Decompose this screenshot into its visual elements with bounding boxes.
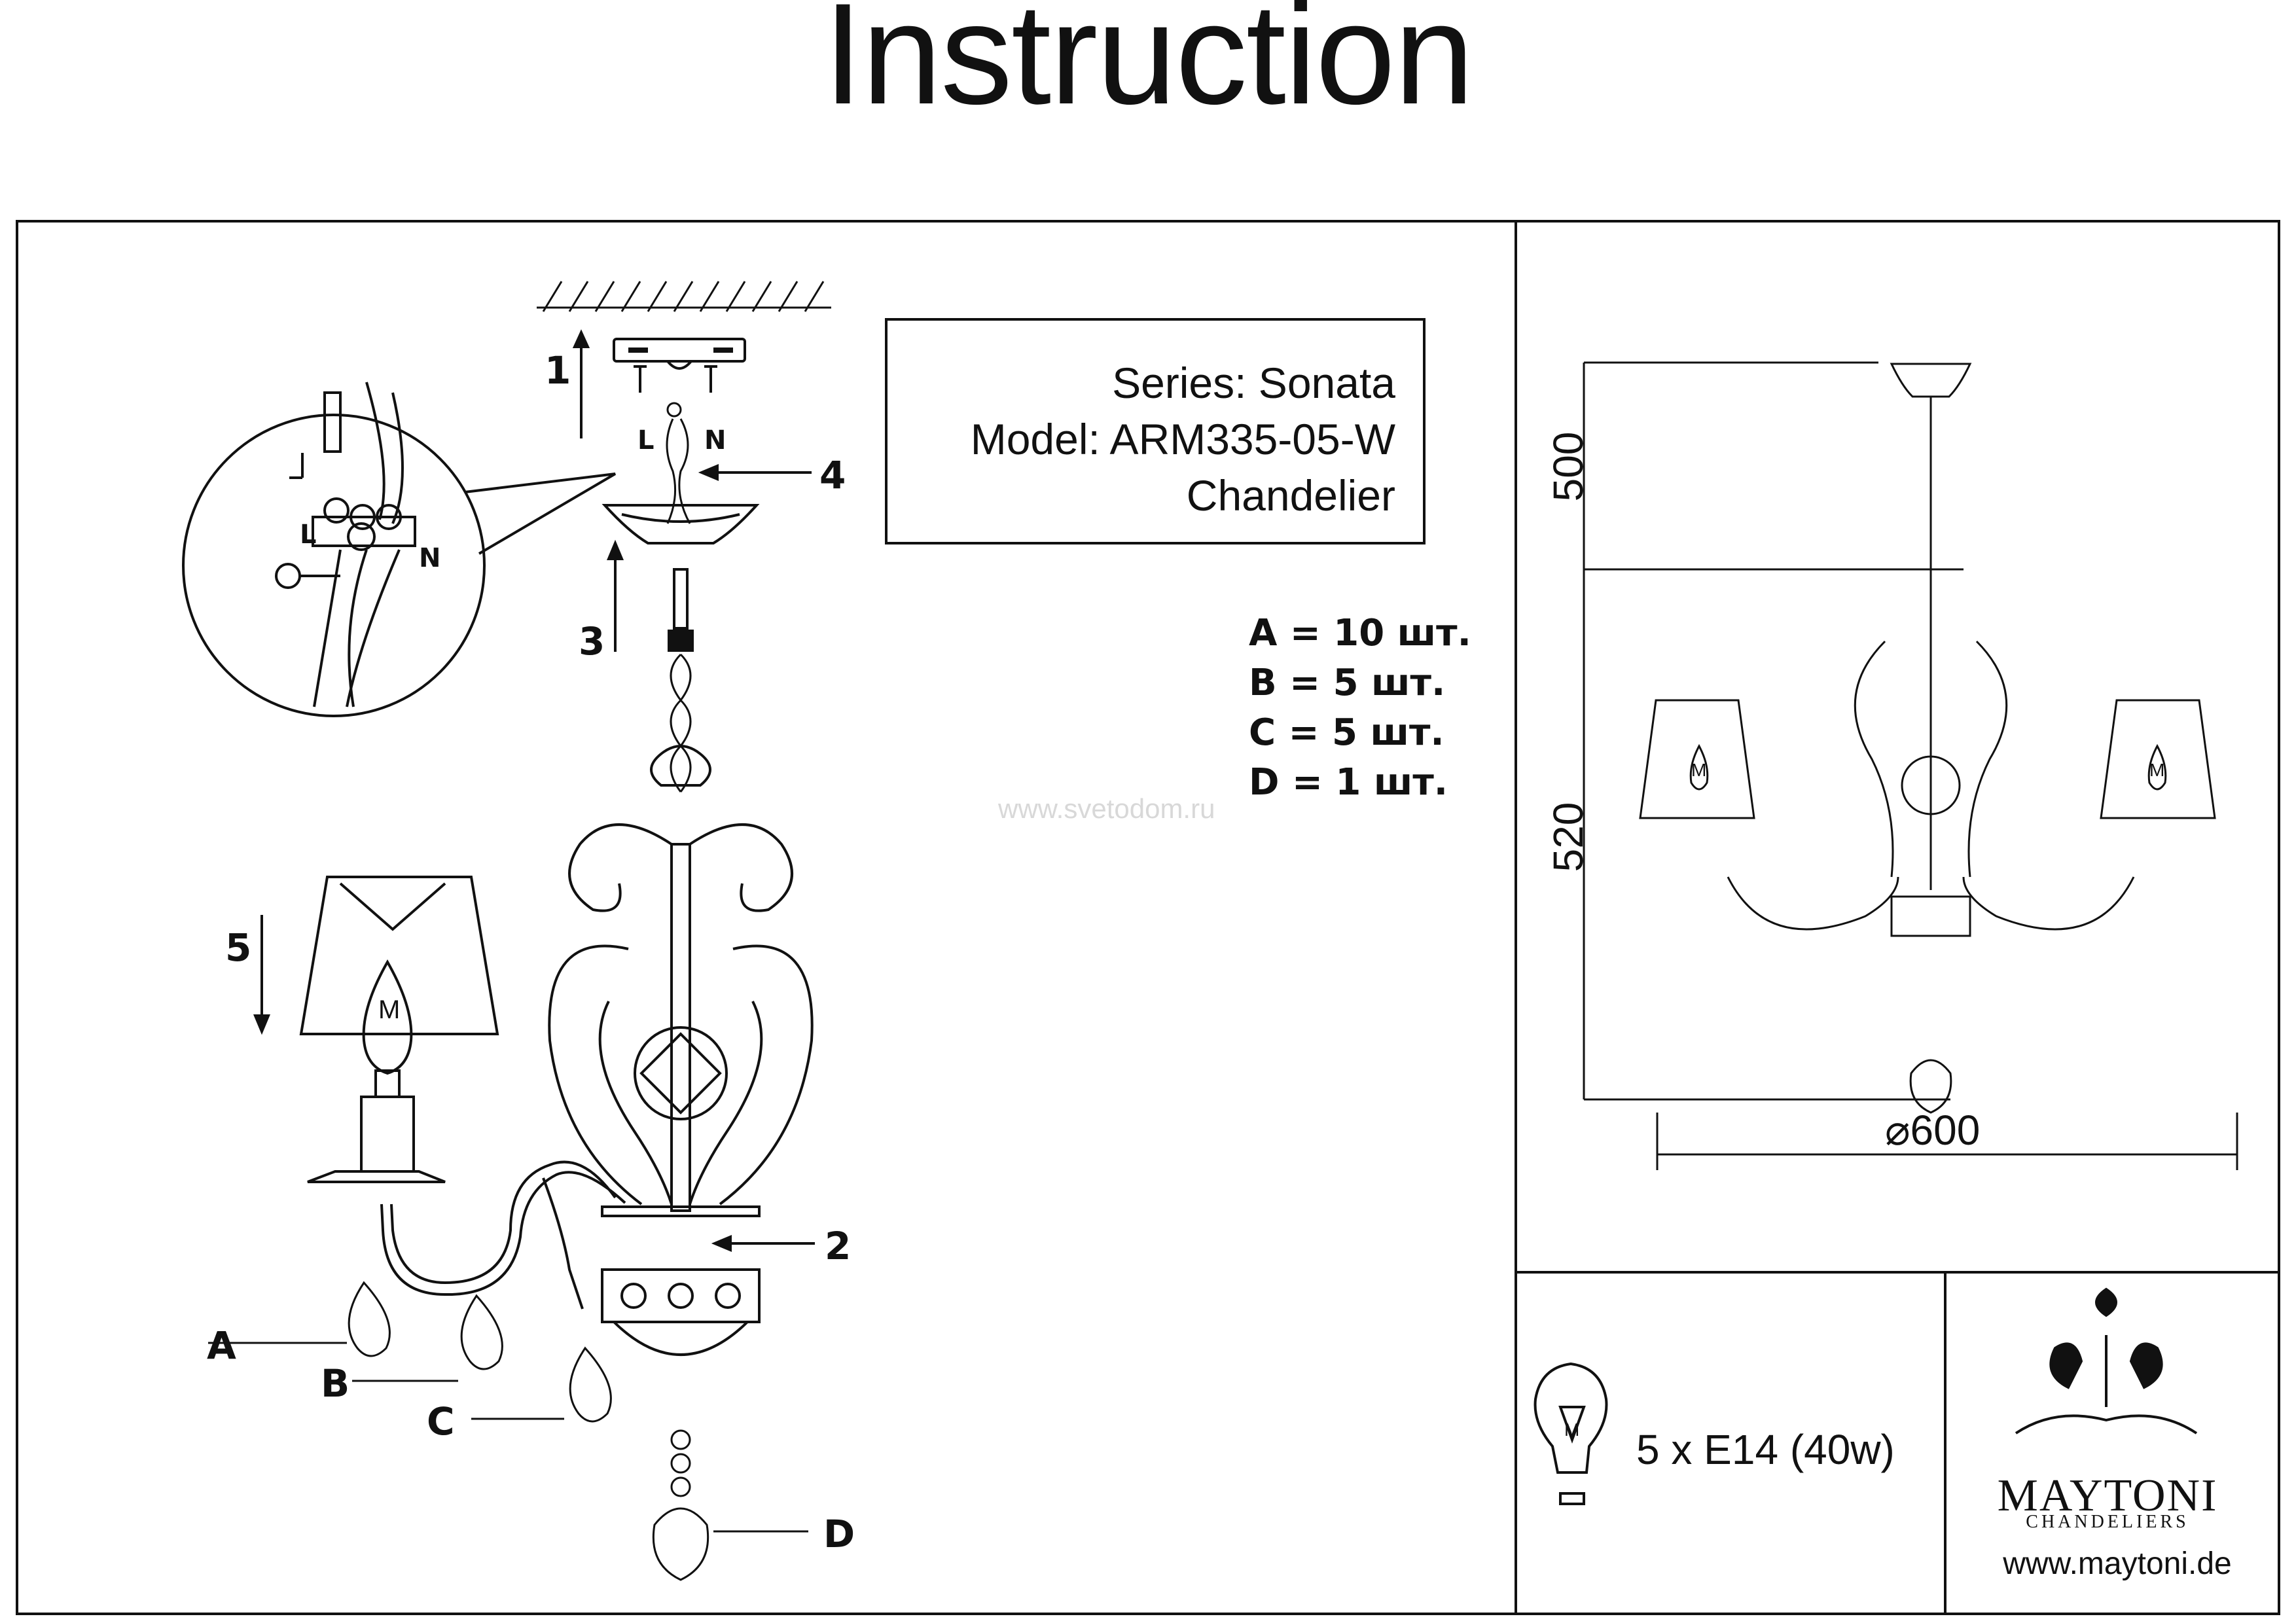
maytoni-ornament [2015, 1287, 2198, 1435]
part-label-c: C [427, 1399, 455, 1444]
product-info-box: Series: Sonata Model: ARM335-05-W Chande… [885, 318, 1426, 544]
product-type-text: Chandelier [1186, 471, 1395, 520]
bulb-icon [1534, 1362, 1608, 1505]
parts-list-item: B = 5 шт. [1249, 662, 1446, 704]
wire-neutral-label: N [704, 425, 726, 455]
ceiling-hatch [537, 281, 831, 312]
bulb-mark: M [378, 995, 400, 1024]
step-1-label: 1 [545, 348, 571, 393]
lamp-arm [299, 876, 626, 1310]
dimension-height: 520 [1545, 802, 1592, 872]
dimension-diameter: ⌀600 [1885, 1107, 1981, 1154]
watermark: www.svetodom.ru [998, 793, 1215, 824]
lamp-spec: 5 x E14 (40w) [1636, 1426, 1895, 1473]
parts-list-item: C = 5 шт. [1249, 711, 1444, 754]
part-label-a: A [207, 1323, 236, 1368]
dimension-drawing [1583, 361, 2238, 1170]
wiring-detail [182, 382, 617, 717]
model-text: Model: ARM335-05-W [970, 415, 1395, 463]
page-title: Instruction [823, 0, 1475, 134]
step-4-label: 4 [819, 453, 846, 497]
chain [670, 653, 692, 793]
bulb-icon-mark: M [1564, 1419, 1579, 1440]
detail-live-label: L [300, 520, 317, 550]
detail-neutral-label: N [419, 543, 440, 573]
step-5-label: 5 [225, 925, 251, 970]
brand-name: MAYTONI [1997, 1471, 2218, 1521]
step-2-label: 2 [825, 1224, 851, 1268]
step-arrows [253, 329, 815, 1252]
sheet-border [16, 220, 2280, 1615]
series-text: Series: Sonata [1112, 359, 1395, 407]
mounting-bracket [613, 338, 746, 393]
part-label-d: D [823, 1512, 855, 1556]
part-label-b: B [321, 1361, 350, 1406]
wire-live-label: L [637, 425, 655, 455]
supply-wires [666, 402, 691, 524]
crystal-pendants [208, 1281, 808, 1581]
chandelier-body [548, 745, 814, 1356]
brand-subtitle: CHANDELIERS [2026, 1512, 2189, 1532]
brand-website: www.maytoni.de [2003, 1546, 2232, 1581]
dimension-top: 500 [1545, 431, 1592, 502]
parts-list-item: A = 10 шт. [1249, 612, 1471, 654]
parts-list-item: D = 1 шт. [1249, 761, 1448, 804]
step-3-label: 3 [579, 619, 605, 664]
lamp-spec-right-mark: M [1691, 760, 1706, 780]
lamp-spec-right-mark-2: M [2149, 760, 2164, 780]
ceiling-canopy [601, 504, 760, 652]
parts-list: A = 10 шт. B = 5 шт. C = 5 шт. D = 1 шт. [1249, 609, 1471, 808]
